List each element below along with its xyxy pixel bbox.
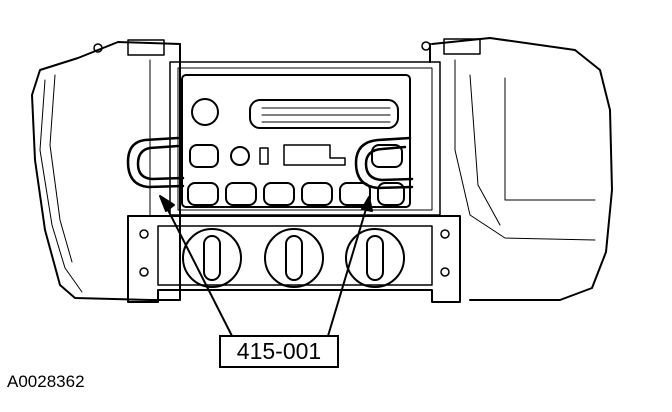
- figure-id: A0028362: [7, 372, 85, 391]
- screw-hole: [440, 229, 450, 239]
- screw-hole: [440, 267, 450, 277]
- radio-preset-button: [263, 182, 295, 206]
- center-bezel: [169, 43, 441, 216]
- fan-speed-knob: [182, 228, 242, 288]
- climate-control-panel: [127, 215, 461, 303]
- radio-button: [189, 144, 219, 168]
- removal-tool-left: [126, 136, 185, 189]
- left-dash-panel: [31, 39, 181, 301]
- screw-hole: [139, 229, 149, 239]
- leader-arrow-left: [159, 195, 233, 337]
- radio-eject-slot: [283, 144, 346, 166]
- screw-hole: [139, 267, 149, 277]
- temperature-knob: [264, 228, 324, 288]
- leader-arrow-right: [327, 196, 373, 337]
- radio-unit: [181, 74, 411, 208]
- radio-button: [371, 144, 403, 168]
- tool-callout-label: 415-001: [219, 335, 339, 368]
- right-dash-panel: [421, 37, 613, 301]
- radio-volume-knob: [191, 98, 219, 126]
- radio-small-lever: [259, 147, 269, 165]
- radio-preset-button: [225, 182, 257, 206]
- radio-preset-button: [187, 182, 219, 206]
- radio-display-slot: [249, 99, 399, 129]
- removal-tool-right: [354, 136, 414, 190]
- radio-preset-button: [377, 182, 405, 206]
- mode-knob: [345, 228, 405, 288]
- radio-preset-button: [339, 182, 371, 206]
- radio-small-knob: [230, 146, 250, 166]
- radio-preset-button: [301, 182, 333, 206]
